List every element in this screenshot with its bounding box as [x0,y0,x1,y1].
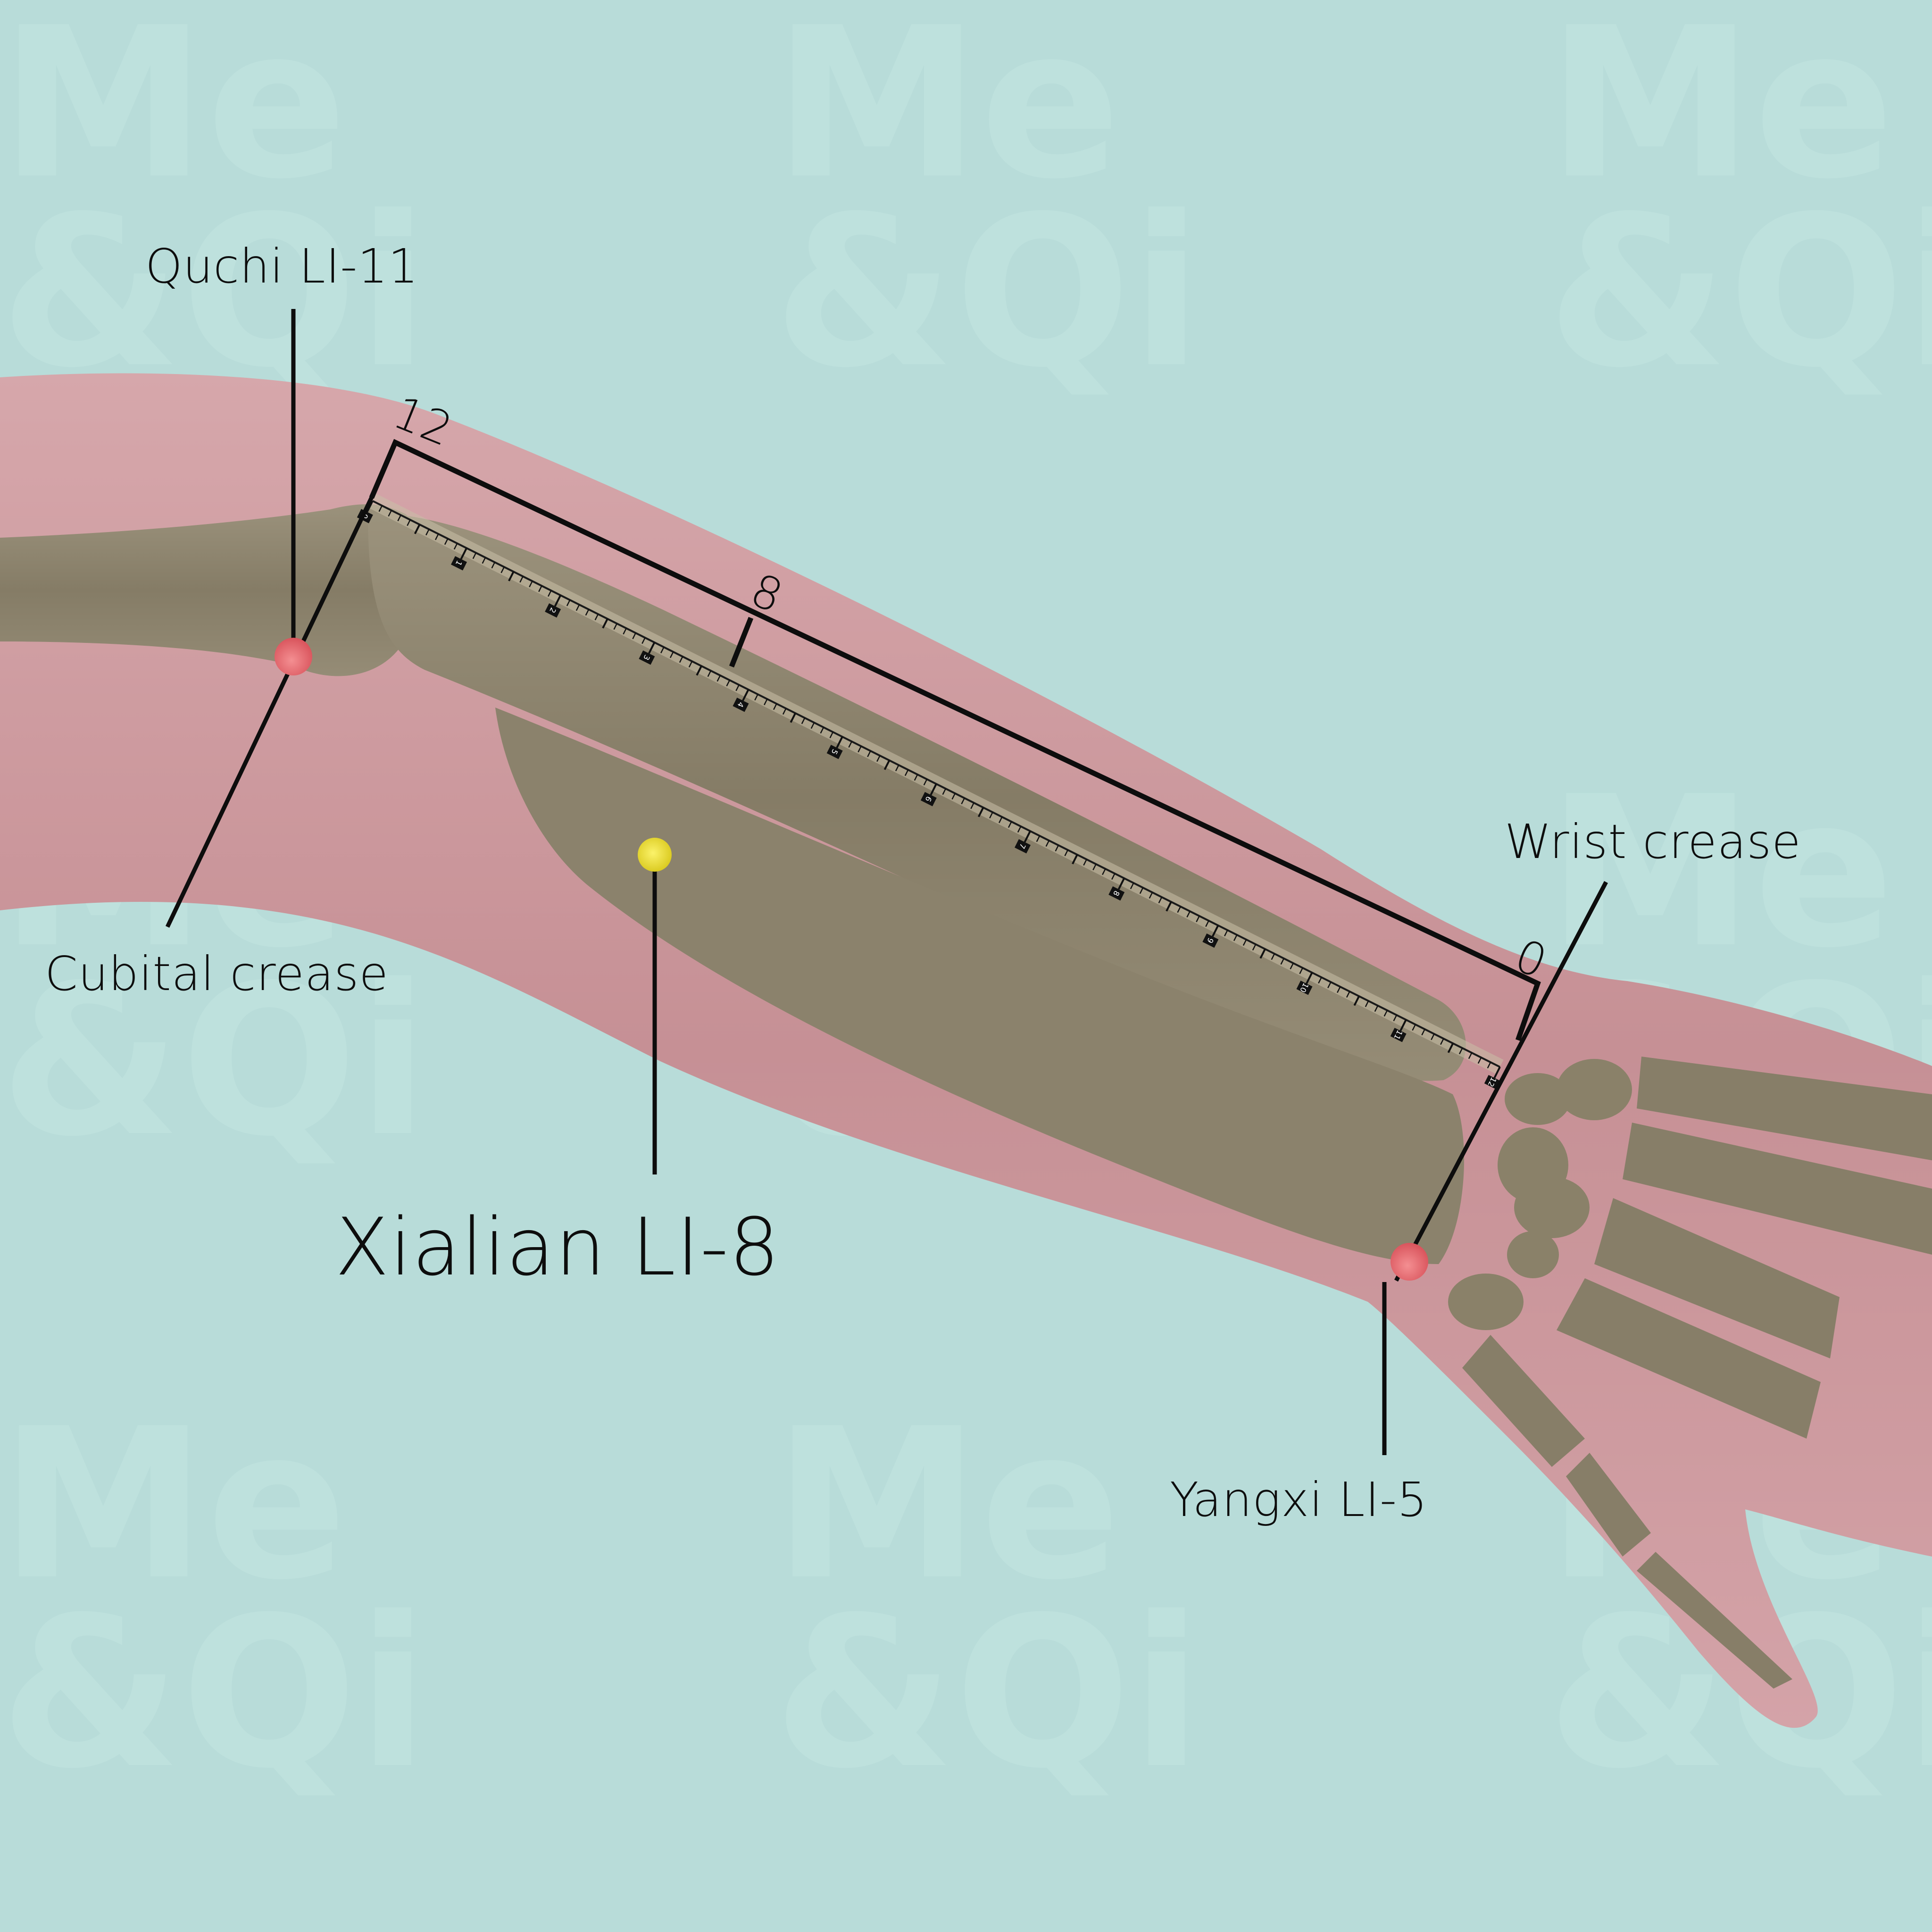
xialian-label: Xialian LI-8 [335,1201,780,1293]
ulna-bone [495,708,1464,1264]
leader-lines [165,309,1608,1455]
yangxi-label: Yangxi LI-5 [1170,1472,1428,1527]
watermark-tile: Me&Qi [774,0,1202,413]
xialian-point [638,838,672,872]
carpal-bones [1448,1059,1632,1330]
wrist-crease-line [1394,881,1608,1282]
quchi-label: Quchi LI-11 [145,239,419,294]
watermark-tile: Me&Qi [0,0,429,413]
cubital-crease-line [165,494,375,928]
quchi-point [275,638,312,675]
watermark-tile: Me&Qi [1547,0,1932,413]
watermark-tile: Me&Qi [774,1384,1202,1814]
measurement-bracket [369,439,1541,1041]
wrist-crease-label: Wrist crease [1505,814,1801,869]
humerus-bone [0,504,416,676]
yangxi-point [1391,1243,1428,1281]
hand-bones [1462,1057,1932,1689]
watermark-tile: Me&Qi [0,1384,429,1814]
cubital-crease-label: Cubital crease [45,946,389,1001]
